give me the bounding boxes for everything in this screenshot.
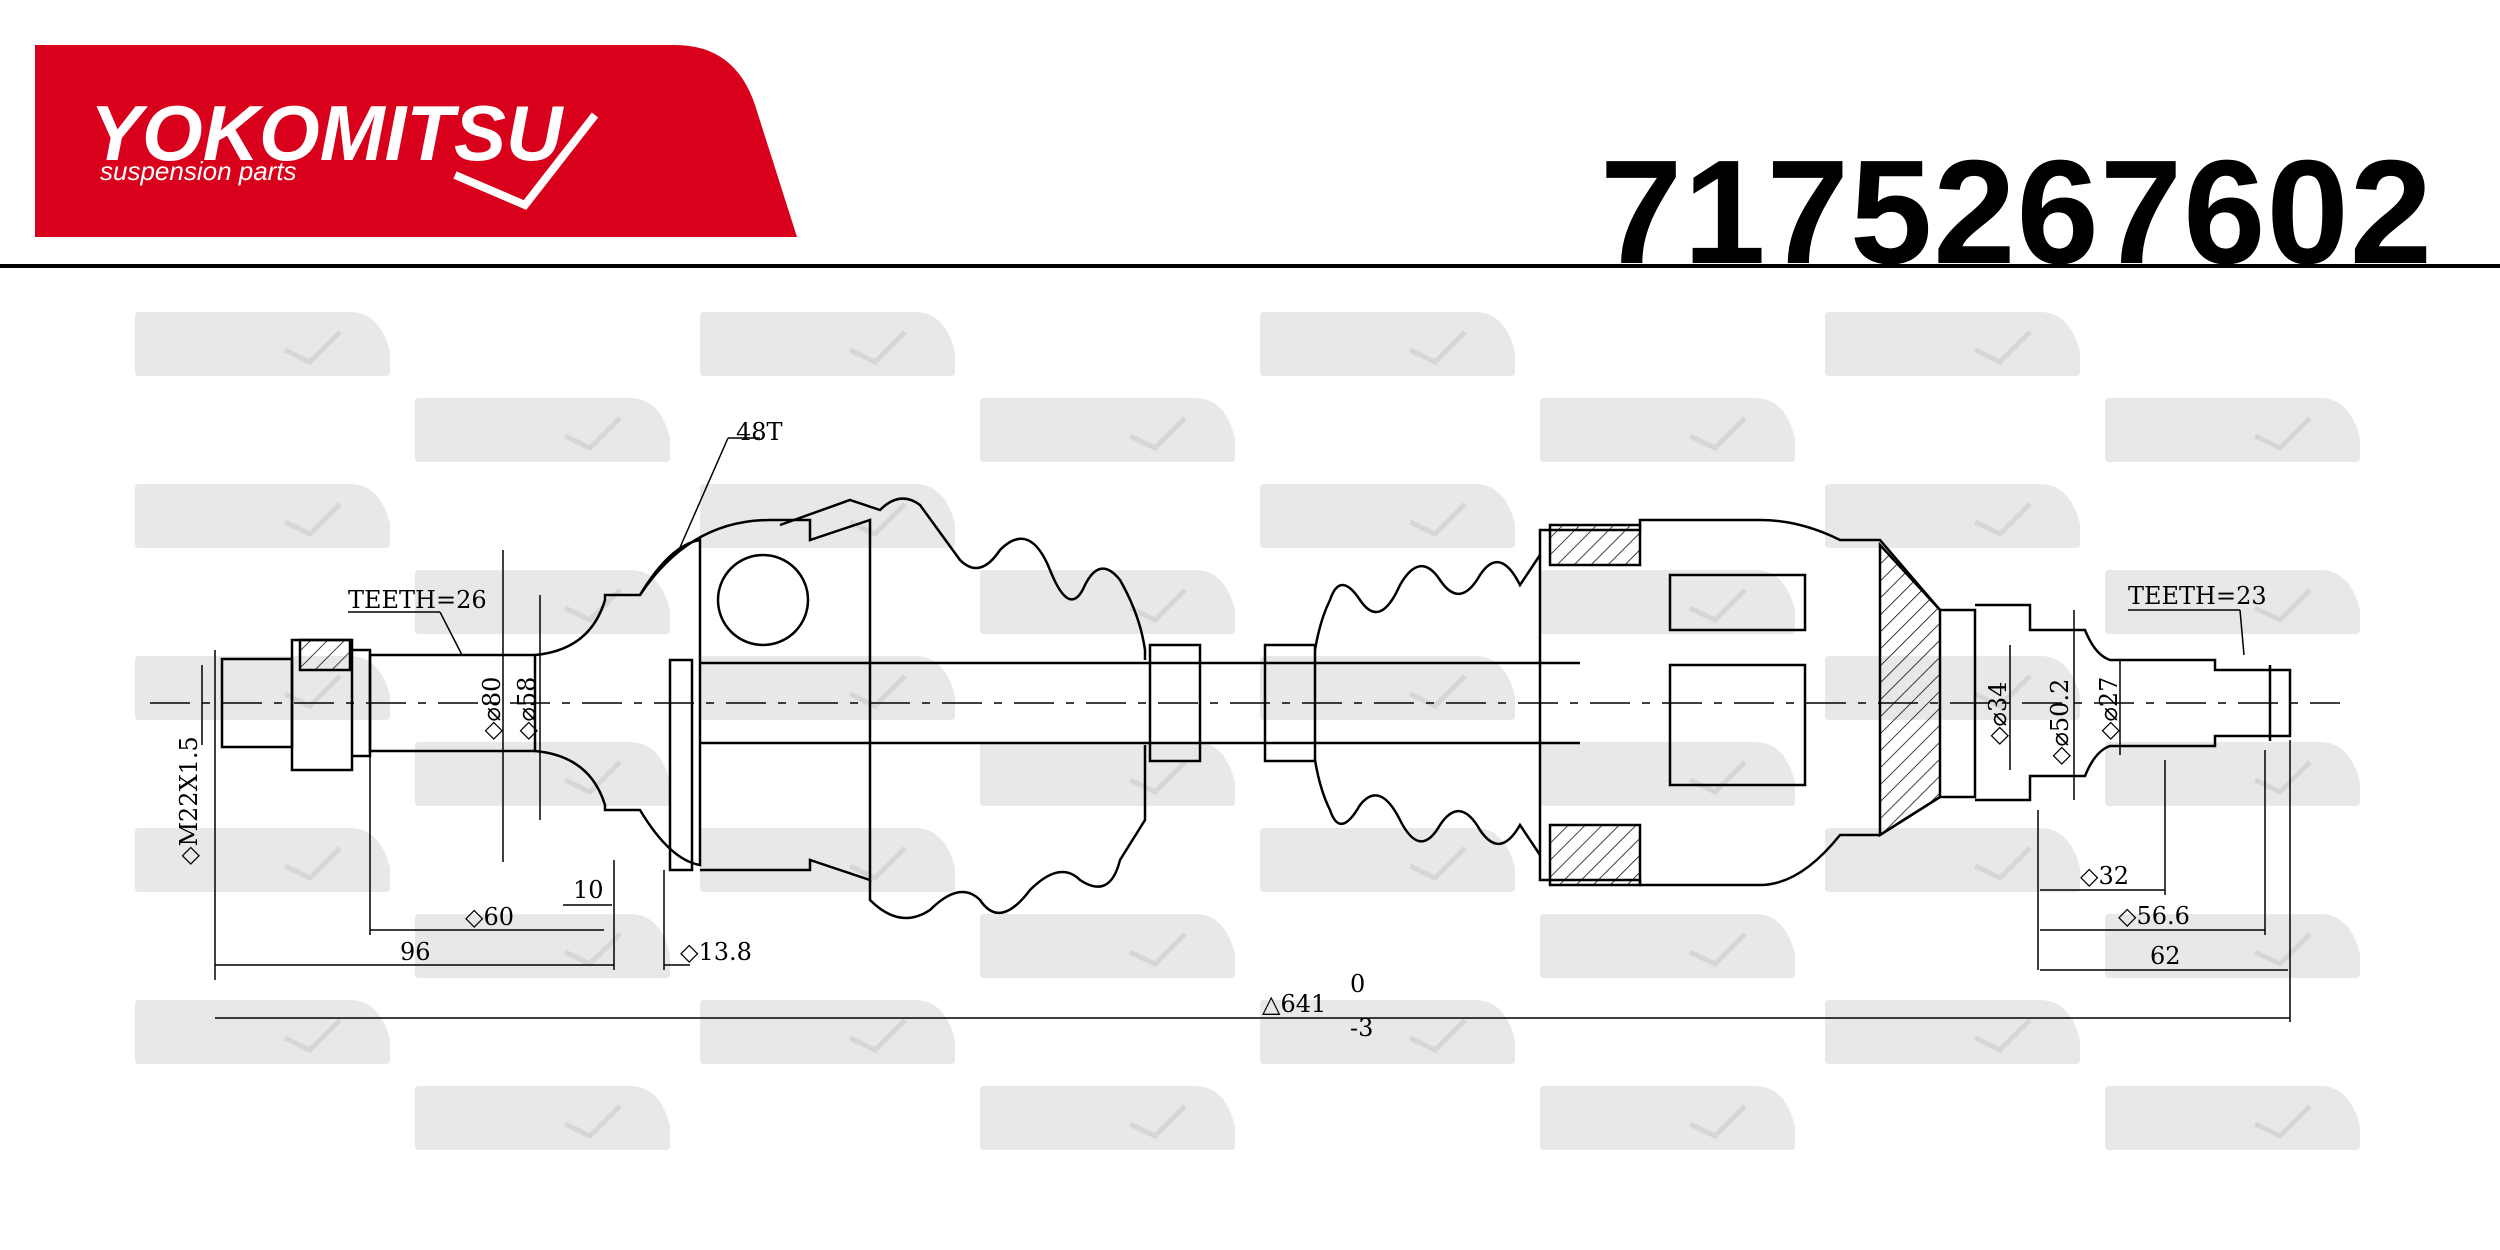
header-divider <box>0 264 2500 268</box>
watermark <box>135 1000 390 1064</box>
label-48t: 48T <box>736 418 783 446</box>
watermark <box>415 742 670 806</box>
housing-seal <box>1548 523 1642 567</box>
watermark <box>1825 1000 2080 1064</box>
spline-left <box>368 653 537 753</box>
watermark <box>2105 398 2360 462</box>
watermark <box>1825 484 2080 548</box>
watermark <box>700 656 955 720</box>
tripod-spider <box>1668 663 1807 787</box>
label-total-length: △641 <box>1262 990 1326 1018</box>
tripod-roller <box>1668 573 1807 632</box>
outer-boot-top <box>779 497 1147 660</box>
boot-clamp <box>1263 643 1317 763</box>
housing-wall-section <box>1878 541 1942 838</box>
watermark <box>980 1086 1235 1150</box>
label-teeth-left: TEETH=26 <box>348 586 487 614</box>
dimension-labels: 48T TEETH=26 ◇⌀80 ◇⌀58 ◇M22X1.5 10 ◇60 9… <box>175 418 2267 1042</box>
brand-logo: YOKOMITSU suspension parts <box>35 45 797 237</box>
watermark <box>2105 570 2360 634</box>
watermark <box>980 398 1235 462</box>
label-len-96: 96 <box>400 938 431 966</box>
watermark <box>1540 1086 1795 1150</box>
watermark <box>700 312 955 376</box>
watermark <box>135 656 390 720</box>
watermark <box>980 914 1235 978</box>
watermark <box>135 828 390 892</box>
inner-boot-bottom <box>1313 759 1542 856</box>
watermark <box>980 570 1235 634</box>
watermark <box>135 312 390 376</box>
watermark <box>700 1000 955 1064</box>
outer-joint-neck <box>534 538 702 867</box>
label-len-60: ◇60 <box>465 903 514 931</box>
label-tol-lower: -3 <box>1350 1014 1373 1042</box>
watermark <box>2105 742 2360 806</box>
label-len-10: 10 <box>573 876 604 904</box>
label-dia-50-2: ◇⌀50.2 <box>2046 679 2074 765</box>
watermark <box>415 398 670 462</box>
tripod-housing <box>1538 518 1977 887</box>
watermark <box>1540 914 1795 978</box>
watermark <box>415 1086 670 1150</box>
watermark <box>700 828 955 892</box>
housing-seal <box>1548 823 1642 887</box>
watermark <box>1540 570 1795 634</box>
outer-cv-housing <box>638 518 872 882</box>
watermark <box>135 484 390 548</box>
watermark <box>1260 484 1515 548</box>
watermark <box>1260 828 1515 892</box>
boot-clamp <box>1148 643 1202 763</box>
watermark <box>415 570 670 634</box>
abs-ring <box>668 658 694 872</box>
outer-boot-bottom <box>868 745 1147 920</box>
dimension-lines <box>201 437 2291 1022</box>
brand-tagline: suspension parts <box>100 156 297 186</box>
label-dia-34: ◇⌀34 <box>1984 682 2012 745</box>
watermark <box>1825 828 2080 892</box>
label-tol-upper: 0 <box>1350 970 1365 998</box>
watermark <box>1540 398 1795 462</box>
label-thread: ◇M22X1.5 <box>175 736 203 865</box>
label-dia-27: ◇⌀27 <box>2095 677 2123 740</box>
label-teeth-right: TEETH=23 <box>2128 582 2267 610</box>
label-len-13-8: ◇13.8 <box>680 938 752 966</box>
watermark <box>700 484 955 548</box>
watermark <box>980 742 1235 806</box>
label-dia-58: ◇⌀58 <box>513 677 541 740</box>
ball <box>716 553 810 647</box>
watermark <box>1260 312 1515 376</box>
shaft-outline <box>150 497 2340 920</box>
label-len-62: 62 <box>2150 942 2181 970</box>
brand-name: YOKOMITSU <box>90 89 564 177</box>
inner-boot-top <box>1313 554 1542 651</box>
nut-section <box>298 638 352 672</box>
watermark <box>1260 656 1515 720</box>
label-len-56-6: ◇56.6 <box>2118 902 2190 930</box>
label-len-32: ◇32 <box>2080 862 2129 890</box>
watermark <box>1825 312 2080 376</box>
watermark <box>2105 1086 2360 1150</box>
label-dia-80: ◇⌀80 <box>478 677 506 740</box>
watermark <box>1260 1000 1515 1064</box>
stub-right <box>1975 603 2292 802</box>
